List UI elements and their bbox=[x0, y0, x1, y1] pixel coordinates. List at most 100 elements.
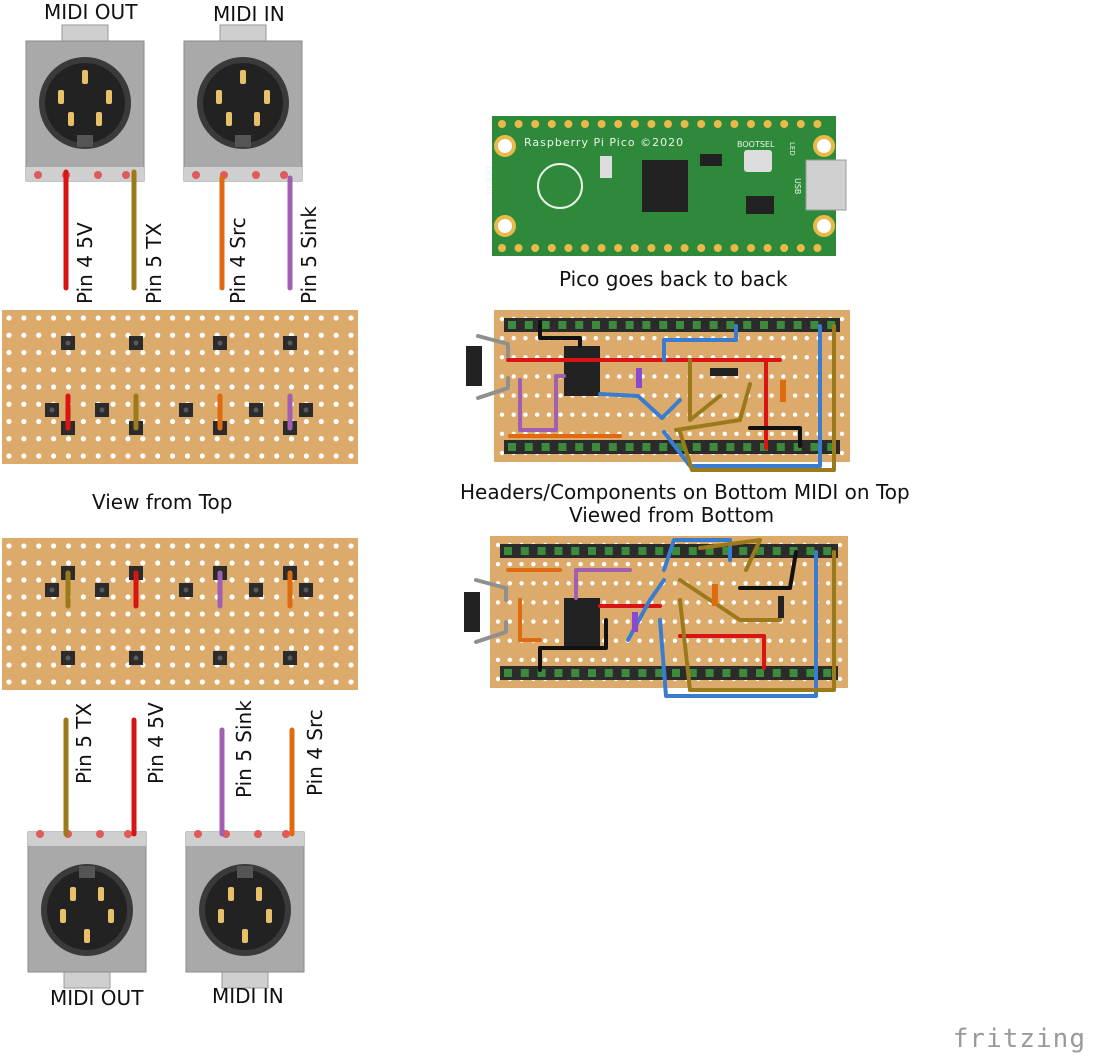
board-hole bbox=[155, 401, 161, 407]
board-hole bbox=[534, 374, 540, 379]
board-hole bbox=[6, 628, 12, 634]
board-hole bbox=[199, 332, 205, 338]
wire-tx bbox=[688, 358, 722, 422]
board-hole bbox=[769, 393, 774, 398]
board-hole bbox=[660, 600, 666, 605]
board-hole bbox=[578, 561, 583, 567]
board-hole bbox=[169, 543, 176, 549]
pad-hole bbox=[303, 407, 309, 413]
board-hole bbox=[303, 384, 309, 390]
board-hole bbox=[125, 367, 131, 373]
board-hole bbox=[259, 367, 265, 373]
board-hole bbox=[333, 662, 339, 668]
board-hole bbox=[826, 561, 831, 567]
board-hole bbox=[110, 628, 116, 634]
board-hole bbox=[51, 436, 57, 442]
board-hole bbox=[65, 349, 72, 356]
board-hole bbox=[199, 611, 205, 617]
board-hole bbox=[303, 332, 309, 338]
board-hole bbox=[605, 412, 610, 417]
board-hole bbox=[259, 628, 265, 634]
header-pin bbox=[827, 321, 836, 329]
board-hole bbox=[804, 393, 810, 398]
header-pin bbox=[726, 443, 735, 451]
board-hole bbox=[244, 594, 250, 600]
pico-pin bbox=[647, 120, 656, 128]
board-hole bbox=[214, 315, 220, 321]
board-hole bbox=[36, 679, 42, 685]
board-hole bbox=[511, 412, 516, 417]
board-hole bbox=[110, 367, 116, 373]
board-hole bbox=[274, 453, 280, 459]
header-pin bbox=[793, 443, 802, 451]
board-hole bbox=[731, 638, 737, 643]
board-hole bbox=[318, 611, 324, 617]
pico-pin bbox=[713, 120, 722, 128]
board-hole bbox=[125, 401, 131, 407]
board-hole bbox=[348, 594, 354, 600]
board-hole bbox=[542, 561, 548, 567]
board-hole bbox=[519, 561, 524, 567]
din-key bbox=[237, 866, 253, 878]
board-hole bbox=[51, 315, 57, 321]
board-hole bbox=[229, 367, 235, 373]
header-pin bbox=[524, 321, 533, 329]
board-hole bbox=[511, 335, 516, 341]
board-hole bbox=[566, 581, 571, 586]
board-hole bbox=[6, 332, 12, 338]
board-hole bbox=[499, 412, 505, 417]
board-hole bbox=[140, 384, 146, 390]
board-hole bbox=[80, 436, 86, 442]
board-hole bbox=[828, 335, 833, 341]
board-hole bbox=[259, 577, 265, 583]
board-hole bbox=[140, 315, 146, 321]
header-pin bbox=[541, 321, 550, 329]
board-hole bbox=[229, 315, 235, 321]
board-hole bbox=[184, 418, 191, 425]
header-pin bbox=[571, 669, 580, 677]
pico-pin bbox=[547, 120, 556, 128]
board-hole bbox=[95, 577, 101, 583]
board-hole bbox=[244, 367, 250, 373]
pico-pin bbox=[614, 244, 623, 252]
board-hole bbox=[303, 453, 309, 459]
board-hole bbox=[125, 560, 131, 566]
board-hole bbox=[790, 657, 796, 663]
board-hole bbox=[125, 611, 131, 617]
header-pin bbox=[608, 443, 617, 451]
board-hole bbox=[51, 662, 57, 668]
board-hole bbox=[125, 594, 131, 600]
pico-pin bbox=[597, 244, 606, 252]
header-pin bbox=[504, 669, 512, 677]
board-hole bbox=[184, 543, 191, 549]
pico-pin bbox=[514, 244, 523, 252]
pad-hole bbox=[133, 340, 139, 346]
board-hole bbox=[140, 628, 146, 634]
board-hole bbox=[274, 679, 280, 685]
board-hole bbox=[663, 393, 669, 398]
board-hole bbox=[542, 619, 548, 624]
header-pin bbox=[722, 669, 731, 677]
optocoupler-chip bbox=[564, 346, 600, 396]
board-hole bbox=[125, 453, 131, 459]
board-hole bbox=[722, 431, 727, 437]
board-hole bbox=[51, 332, 57, 338]
board-hole bbox=[348, 577, 354, 583]
board-hole bbox=[110, 453, 116, 459]
header-pin bbox=[776, 443, 785, 451]
board-hole bbox=[734, 412, 739, 417]
board-hole bbox=[169, 367, 176, 373]
pico-pin bbox=[531, 120, 540, 128]
header-pin bbox=[692, 321, 701, 329]
din-pad bbox=[280, 171, 288, 179]
board-hole bbox=[601, 561, 607, 567]
board-hole bbox=[6, 418, 12, 425]
board-hole bbox=[507, 619, 512, 624]
diode bbox=[464, 592, 480, 632]
board-hole bbox=[792, 431, 798, 437]
board-hole bbox=[259, 611, 265, 617]
board-hole bbox=[303, 560, 309, 566]
board-hole bbox=[80, 577, 86, 583]
board-hole bbox=[581, 412, 587, 417]
board-hole bbox=[333, 628, 339, 634]
